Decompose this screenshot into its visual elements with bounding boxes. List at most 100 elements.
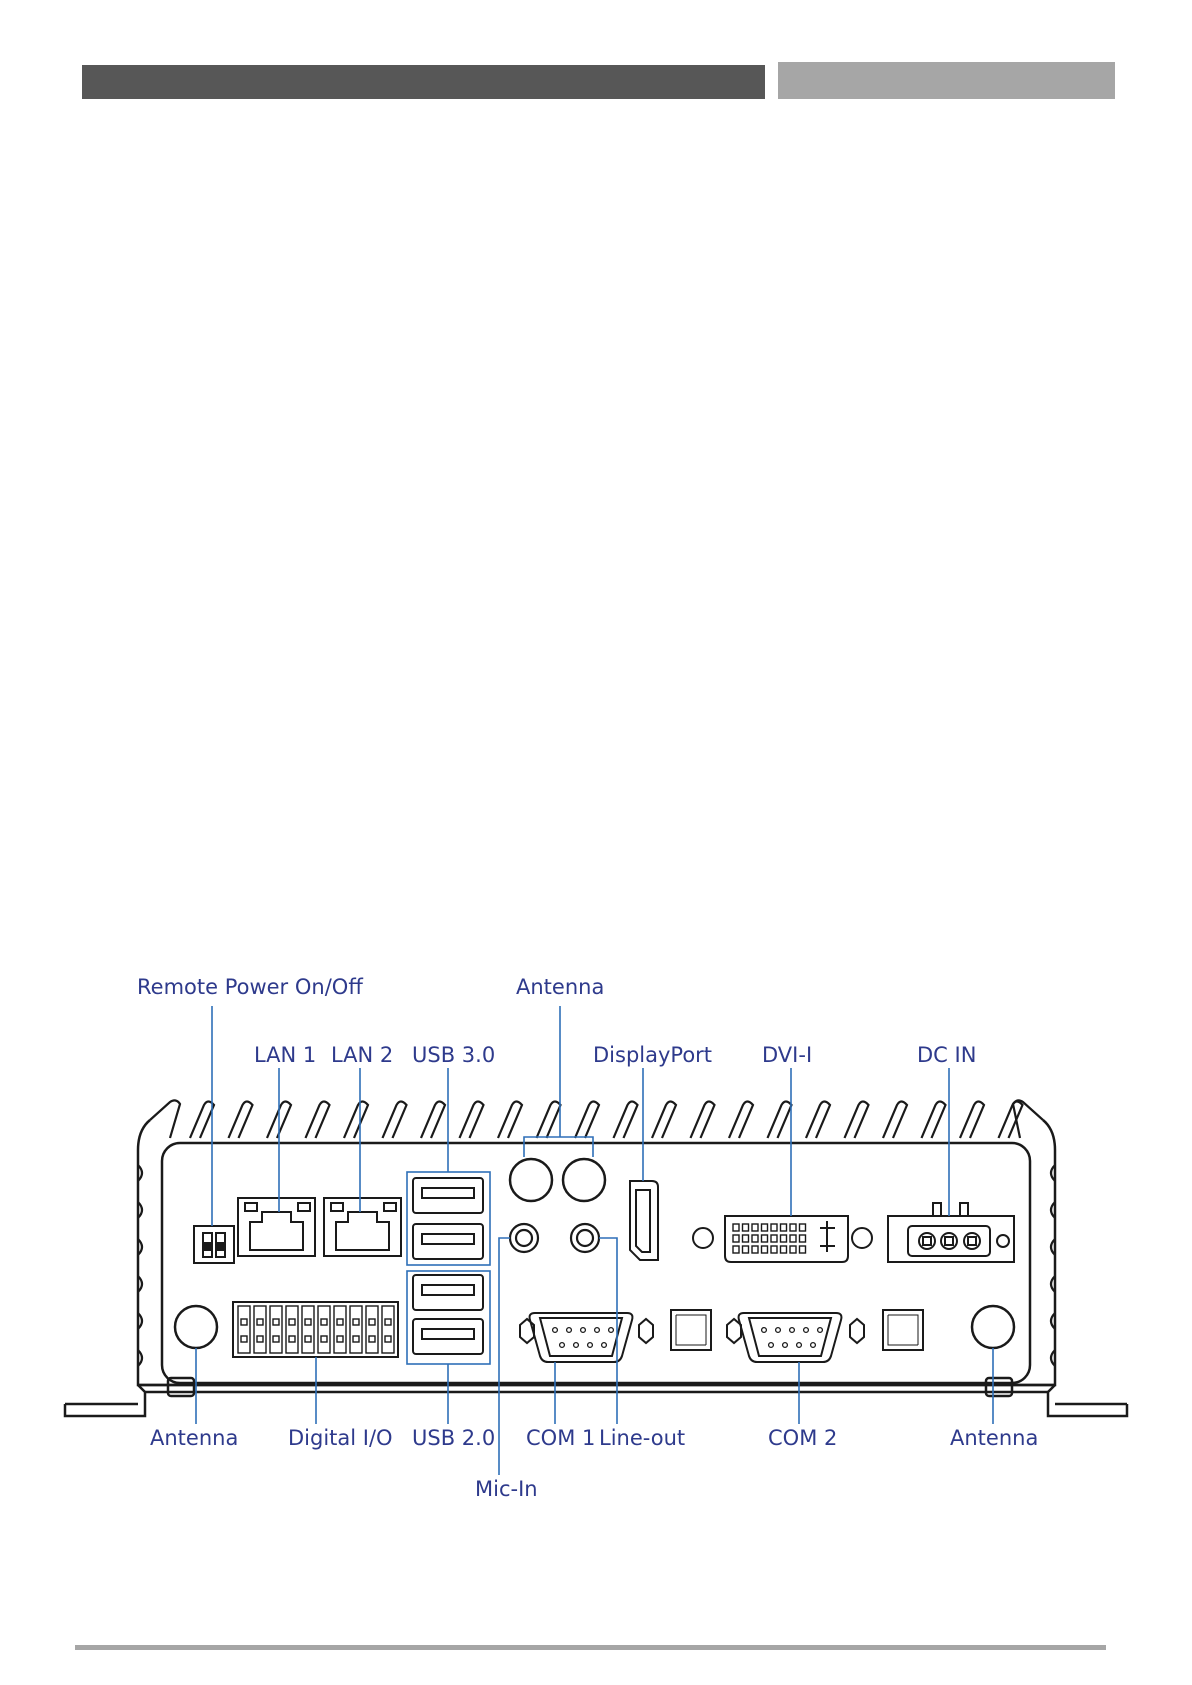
fin — [883, 1102, 907, 1139]
dvi-pin — [781, 1224, 787, 1231]
dio-slot — [270, 1306, 282, 1353]
dio-pin — [257, 1336, 263, 1342]
com-pin — [804, 1328, 809, 1333]
fin — [614, 1102, 638, 1139]
dio-pin — [305, 1319, 311, 1325]
fin — [922, 1102, 946, 1139]
label-antenna-left: Antenna — [150, 1426, 238, 1450]
label-antenna-top: Antenna — [516, 975, 604, 999]
fin — [190, 1102, 214, 1139]
label-usb3: USB 3.0 — [412, 1043, 495, 1067]
dio-pin — [273, 1319, 279, 1325]
dvi-pin — [743, 1224, 749, 1231]
com-pin — [811, 1343, 816, 1348]
dio-pin — [289, 1319, 295, 1325]
dio-slot — [334, 1306, 346, 1353]
com-pin — [790, 1328, 795, 1333]
dvi-pin — [800, 1246, 806, 1253]
label-micin: Mic-In — [475, 1477, 538, 1501]
chassis — [65, 1120, 1127, 1416]
dio-slot — [238, 1306, 250, 1353]
fin — [229, 1102, 253, 1139]
dvi-pin — [771, 1235, 777, 1242]
usb-port-icon — [413, 1178, 483, 1354]
dvi-pin — [781, 1235, 787, 1242]
digital-io-terminal-icon — [233, 1302, 398, 1357]
label-lineout: Line-out — [599, 1426, 685, 1450]
dvi-pin — [733, 1246, 739, 1253]
com-pin — [595, 1328, 600, 1333]
fin — [691, 1102, 715, 1139]
fin — [421, 1102, 445, 1139]
dio-pin — [305, 1336, 311, 1342]
dio-pin — [353, 1336, 359, 1342]
label-remote-power: Remote Power On/Off — [137, 975, 363, 999]
dio-slot — [350, 1306, 362, 1353]
label-com2: COM 2 — [768, 1426, 837, 1450]
dvi-pin — [790, 1246, 796, 1253]
dvi-pin — [790, 1235, 796, 1242]
dvi-pin — [762, 1224, 768, 1231]
lan1-port-icon — [238, 1198, 315, 1256]
audio-jack-icon — [510, 1224, 599, 1252]
dvi-pin — [762, 1246, 768, 1253]
fin — [344, 1102, 368, 1139]
com-pin — [762, 1328, 767, 1333]
com-pin — [574, 1343, 579, 1348]
label-usb2: USB 2.0 — [412, 1426, 495, 1450]
fin — [460, 1102, 484, 1139]
com-pin — [602, 1343, 607, 1348]
header-bar-light — [778, 62, 1115, 99]
dio-pin — [241, 1336, 247, 1342]
io-panel-diagram: Remote Power On/Off Antenna LAN 1 LAN 2 … — [0, 940, 1192, 1520]
label-dvi: DVI-I — [762, 1043, 812, 1067]
dvi-pin — [800, 1224, 806, 1231]
label-lan2: LAN 2 — [331, 1043, 393, 1067]
dio-pin — [385, 1319, 391, 1325]
fin — [768, 1102, 792, 1139]
fin — [806, 1102, 830, 1139]
com-pin — [776, 1328, 781, 1333]
com-pin — [783, 1343, 788, 1348]
displayport-port-icon — [630, 1181, 658, 1260]
dio-pin — [241, 1319, 247, 1325]
dio-slot — [318, 1306, 330, 1353]
dio-pin — [369, 1319, 375, 1325]
fin — [150, 1100, 180, 1138]
fin — [537, 1102, 561, 1139]
dvi-port-icon — [693, 1216, 872, 1262]
lan2-port-icon — [324, 1198, 401, 1256]
header-bar-dark — [82, 65, 765, 99]
label-lan1: LAN 1 — [254, 1043, 316, 1067]
dio-slot — [254, 1306, 266, 1353]
dvi-pin — [800, 1235, 806, 1242]
dvi-pin — [752, 1246, 758, 1253]
fin — [652, 1102, 676, 1139]
dio-slot — [286, 1306, 298, 1353]
dvi-pin — [752, 1235, 758, 1242]
dvi-pin — [733, 1235, 739, 1242]
dio-pin — [353, 1319, 359, 1325]
dio-pin — [321, 1319, 327, 1325]
fin — [575, 1102, 599, 1139]
label-com1: COM 1 — [526, 1426, 595, 1450]
fin — [960, 1102, 984, 1139]
dio-slot — [366, 1306, 378, 1353]
dio-pin — [321, 1336, 327, 1342]
dc-in-connector-icon — [888, 1203, 1014, 1262]
com-pin — [769, 1343, 774, 1348]
com-pin — [553, 1328, 558, 1333]
com-pin — [581, 1328, 586, 1333]
label-displayport: DisplayPort — [593, 1043, 712, 1067]
dvi-pin — [771, 1224, 777, 1231]
footer-rule — [75, 1645, 1106, 1650]
com-pin — [609, 1328, 614, 1333]
heatsink-fins — [150, 1100, 1043, 1138]
fin — [383, 1102, 407, 1139]
remote-power-connector-icon — [194, 1226, 234, 1263]
fin — [845, 1102, 869, 1139]
dvi-pin — [743, 1246, 749, 1253]
dio-pin — [273, 1336, 279, 1342]
com-pin — [818, 1328, 823, 1333]
dio-pin — [337, 1319, 343, 1325]
